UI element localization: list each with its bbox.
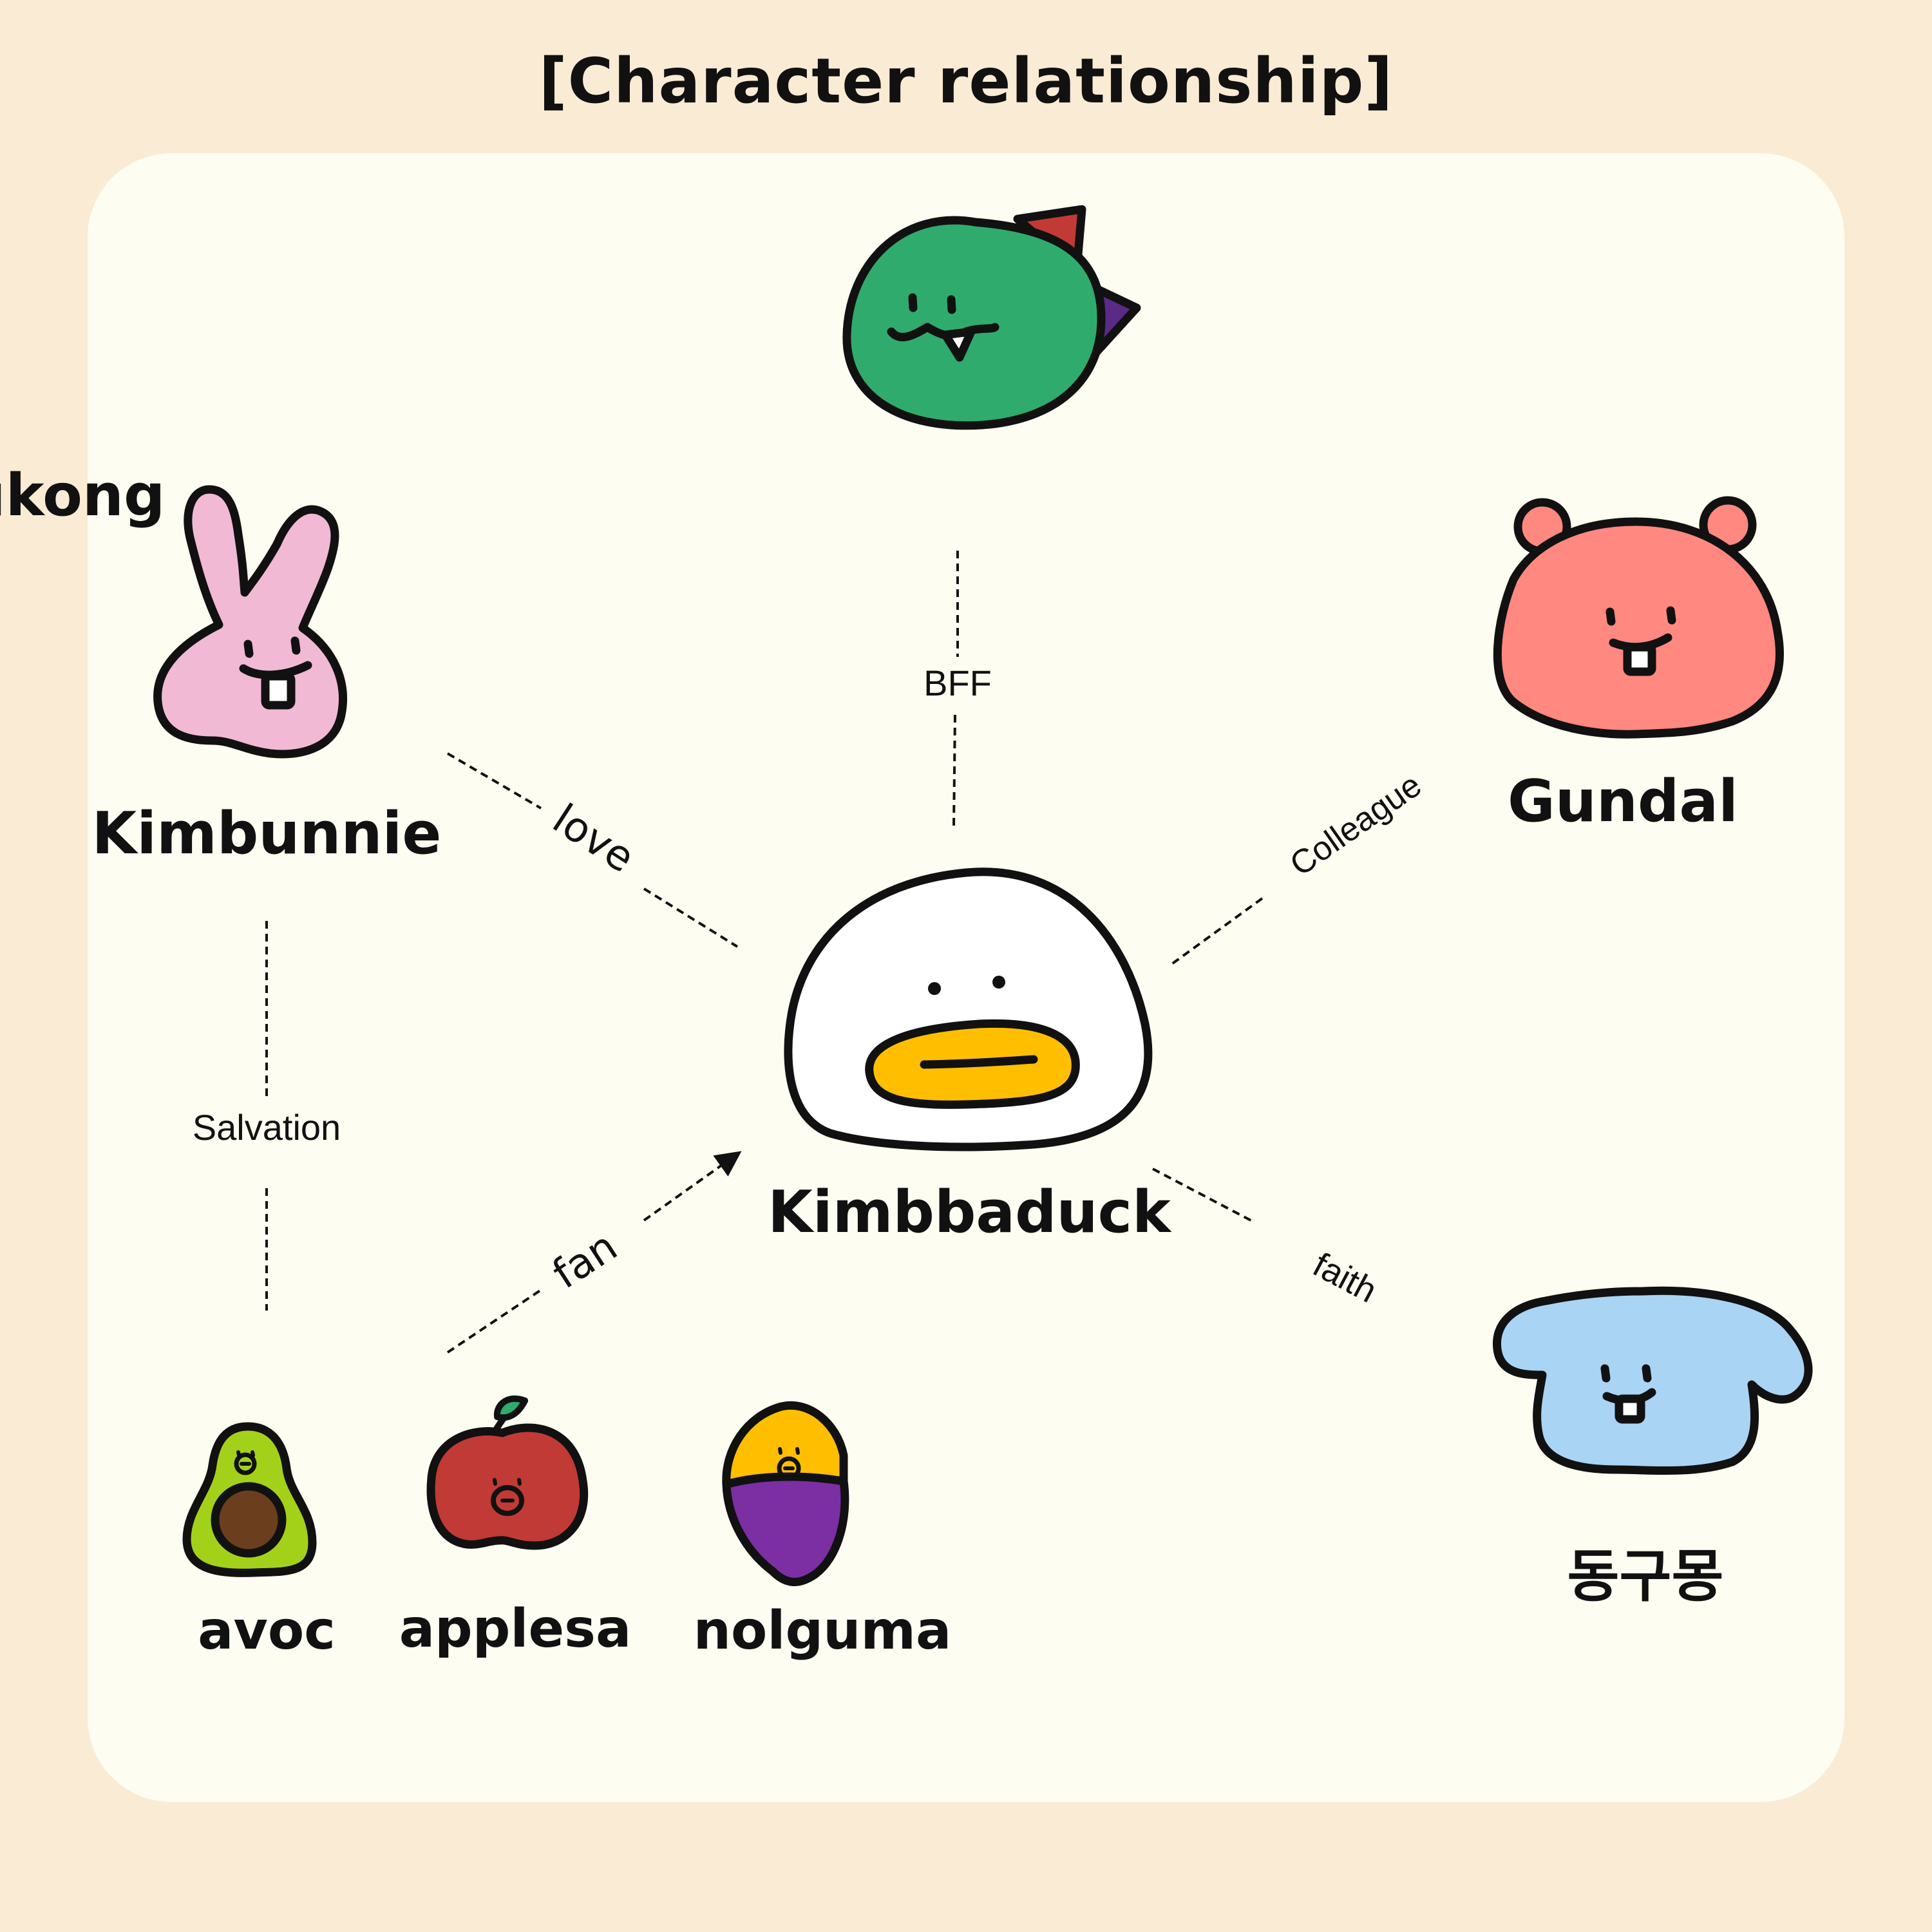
avoc-icon	[182, 1422, 317, 1577]
diagram-title: [Character relationship]	[538, 45, 1394, 117]
bff-label: BFF	[923, 663, 992, 703]
colleague-label: Colleague	[1283, 766, 1428, 884]
kimbbaduck-name: Kimbbaduck	[768, 1179, 1172, 1246]
love-line-left	[446, 752, 542, 810]
nolguma-icon	[722, 1401, 849, 1586]
gundal-icon	[1493, 496, 1784, 739]
avoc-name: avoc	[198, 1600, 336, 1662]
hipdukong-icon	[842, 205, 1141, 430]
gundal-name: Gundal	[1508, 768, 1738, 835]
kimbunnie-name: Kimbunnie	[92, 800, 442, 867]
colleague-line	[1170, 897, 1264, 966]
fan-line-high	[643, 1151, 742, 1222]
applesa-icon	[426, 1395, 589, 1550]
love-label: love	[544, 795, 643, 882]
kimbunnie-icon	[153, 485, 347, 759]
hipdukong-name: Hipdukong	[0, 462, 165, 529]
kimbbaduck-icon	[784, 867, 1153, 1151]
donggumong-name: 동구몽	[1567, 1543, 1724, 1609]
love-line-right	[643, 887, 739, 948]
faith-line	[1152, 1168, 1255, 1224]
salvation-label: Salvation	[193, 1107, 341, 1148]
applesa-name: applesa	[399, 1598, 632, 1660]
fan-label: fan	[545, 1222, 626, 1298]
faith-label: faith	[1307, 1245, 1383, 1311]
nolguma-name: nolguma	[694, 1600, 952, 1662]
donggumong-icon	[1492, 1286, 1813, 1475]
bff-line-bottom	[952, 714, 956, 826]
fan-line-low	[446, 1289, 542, 1354]
